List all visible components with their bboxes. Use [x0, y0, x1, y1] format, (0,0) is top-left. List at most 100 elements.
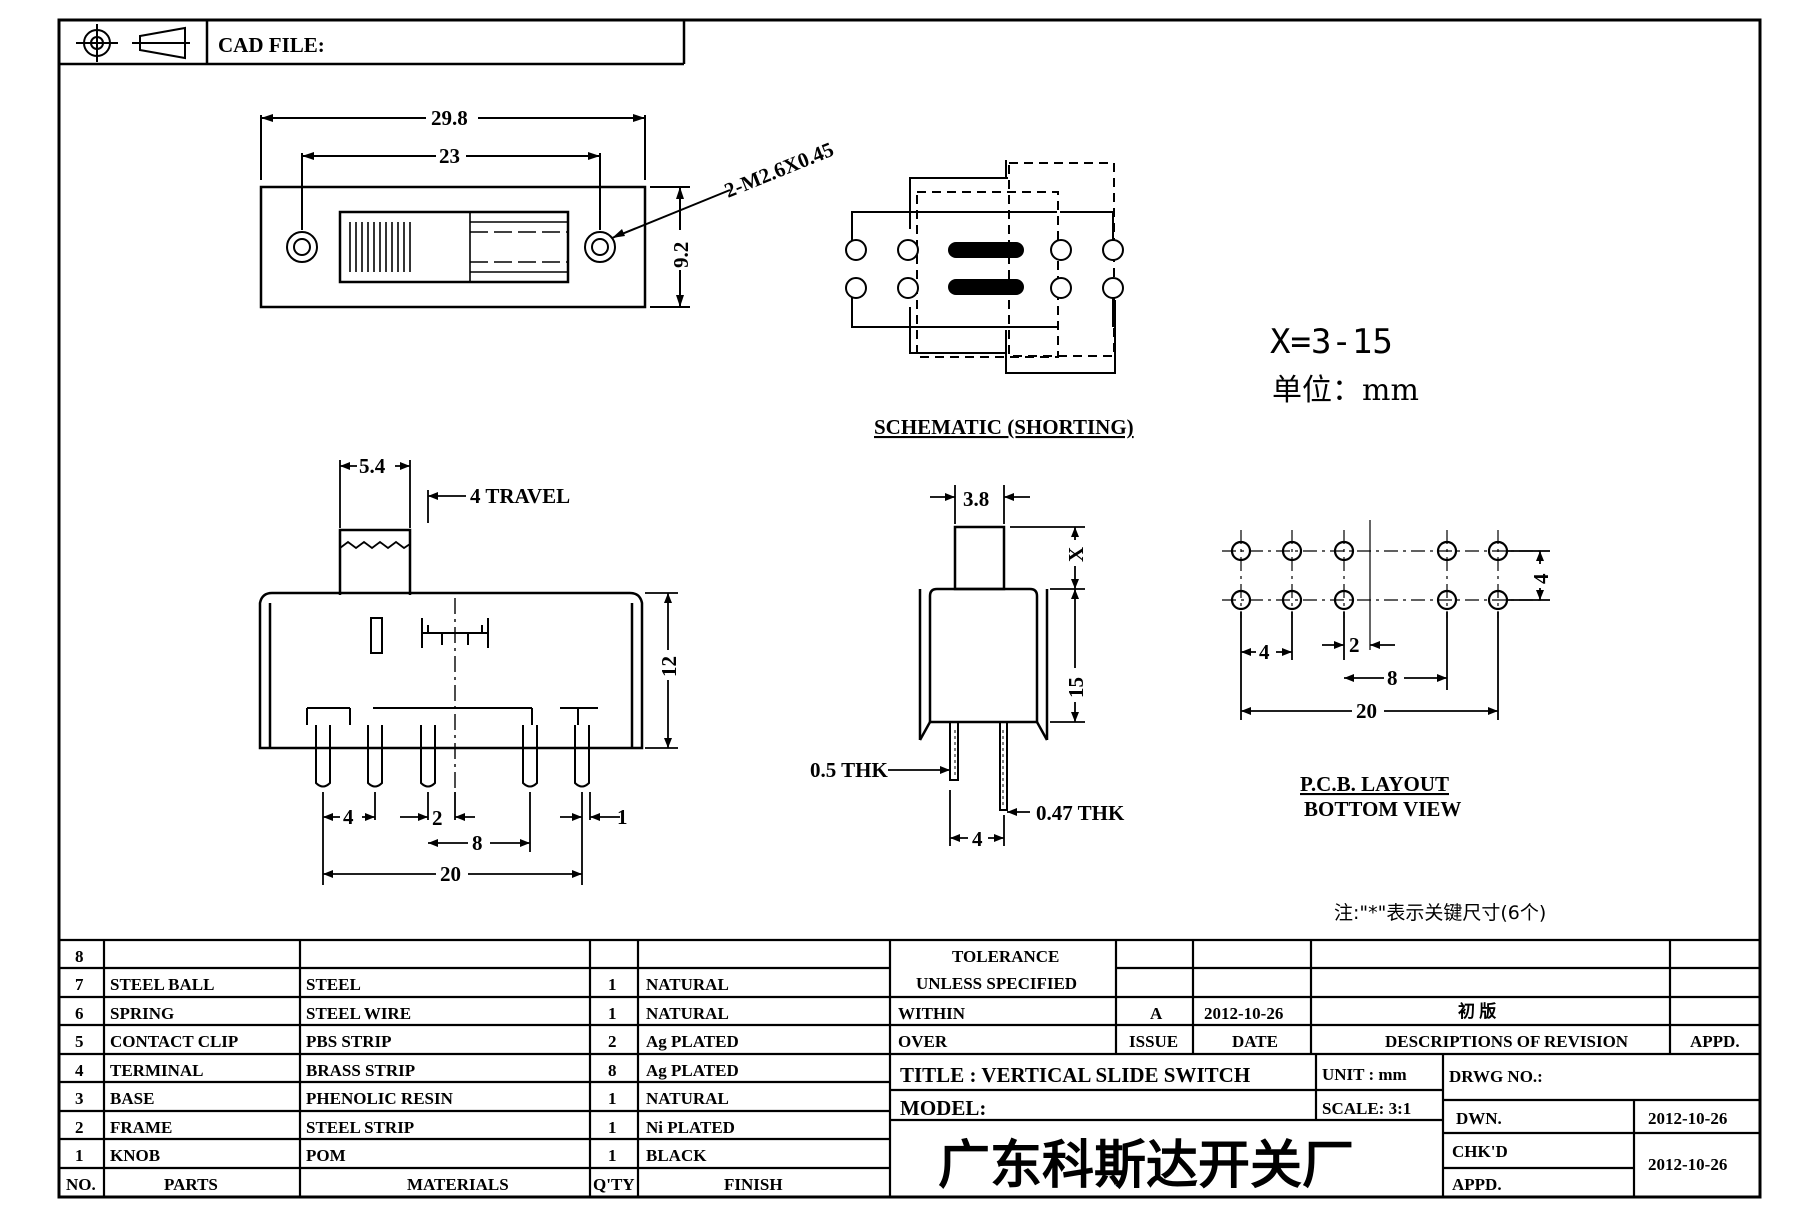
drawn-label: DWN. [1456, 1109, 1502, 1128]
front-dim-2: 2 [432, 806, 443, 830]
bom-no: 2 [75, 1118, 84, 1137]
front-view [258, 460, 678, 885]
table-row: 3 BASE PHENOLIC RESIN 1 NATURAL [75, 1089, 729, 1108]
cad-file-label: CAD FILE: [218, 33, 325, 57]
pcb-dim-4: 4 [1259, 640, 1270, 664]
bom-qty: 1 [608, 1089, 617, 1108]
bom-qty: 2 [608, 1032, 617, 1051]
pcb-layout [1222, 520, 1550, 720]
issue-label: ISSUE [1129, 1032, 1178, 1051]
side-thk-left: 0.5 THK [810, 758, 888, 782]
bom-qty: 1 [608, 975, 617, 994]
revision-appd-label: APPD. [1690, 1032, 1740, 1051]
bom-no: 4 [75, 1061, 84, 1080]
side-dim-knob: 3.8 [963, 487, 989, 511]
bom-material: STEEL WIRE [306, 1004, 411, 1023]
bom-header-finish: FINISH [724, 1175, 783, 1194]
date-label: DATE [1232, 1032, 1278, 1051]
bom-header-no: NO. [66, 1175, 96, 1194]
front-view-arrows [323, 462, 672, 878]
bom-no: 6 [75, 1004, 84, 1023]
tolerance-label: TOLERANCE [952, 947, 1059, 966]
schematic-diagram [845, 160, 1124, 374]
bom-qty: 1 [608, 1004, 617, 1023]
side-dim-x: X [1064, 547, 1088, 562]
table-row: 8 [75, 947, 84, 966]
table-row: 1 KNOB POM 1 BLACK [75, 1146, 707, 1165]
checked-date: 2012-10-26 [1648, 1155, 1727, 1174]
title-block-grid [890, 940, 1760, 1197]
unit-note: 单位：mm [1272, 373, 1419, 408]
front-travel-label: 4 TRAVEL [470, 484, 570, 508]
side-view [888, 485, 1085, 846]
pcb-dim-2: 2 [1349, 633, 1360, 657]
front-dim-1: 1 [617, 805, 628, 829]
bom-material: PHENOLIC RESIN [306, 1089, 454, 1108]
bom-finish: Ag PLATED [646, 1032, 739, 1051]
unless-specified-label: UNLESS SPECIFIED [916, 974, 1077, 993]
bom-header-qty: Q'TY [593, 1175, 635, 1194]
pcb-dim-20: 20 [1356, 699, 1377, 723]
front-dim-8: 8 [472, 831, 483, 855]
pcb-dim-row-pitch: 4 [1529, 573, 1553, 584]
schematic-caption: SCHEMATIC (SHORTING) [874, 415, 1134, 439]
bom-finish: NATURAL [646, 975, 729, 994]
bom-no: 1 [75, 1146, 84, 1165]
top-view [259, 115, 731, 309]
bom-part: STEEL BALL [110, 975, 214, 994]
table-row: 5 CONTACT CLIP PBS STRIP 2 Ag PLATED [75, 1032, 739, 1051]
front-dim-4: 4 [343, 805, 354, 829]
over-label: OVER [898, 1032, 948, 1051]
table-row: 2 FRAME STEEL STRIP 1 Ni PLATED [75, 1118, 735, 1137]
bom-part: CONTACT CLIP [110, 1032, 238, 1051]
side-dim-15: 15 [1064, 677, 1088, 698]
bom-header-materials: MATERIALS [407, 1175, 509, 1194]
bom-material: STEEL STRIP [306, 1118, 414, 1137]
bom-no: 3 [75, 1089, 84, 1108]
front-dim-knob-width: 5.4 [359, 454, 386, 478]
drawing-number-label: DRWG NO.: [1449, 1067, 1543, 1086]
issue-value: A [1150, 1004, 1163, 1023]
approved-label: APPD. [1452, 1175, 1502, 1194]
bom-material: STEEL [306, 975, 361, 994]
bom-finish: Ag PLATED [646, 1061, 739, 1080]
front-dim-height: 12 [657, 656, 681, 677]
model-label: MODEL: [900, 1096, 986, 1120]
revision-desc-label: DESCRIPTIONS OF REVISION [1385, 1032, 1629, 1051]
header-strip: CAD FILE: [59, 20, 686, 66]
bom-finish: NATURAL [646, 1004, 729, 1023]
top-dim-hole-pitch: 23 [439, 144, 460, 168]
title-block: TOLERANCE UNLESS SPECIFIED WITHIN OVER A… [898, 947, 1740, 1196]
screw-callout: 2-M2.6X0.45 [721, 137, 837, 203]
bom-finish: BLACK [646, 1146, 707, 1165]
pcb-caption: P.C.B. LAYOUT [1300, 772, 1449, 796]
bom-table-grid [59, 938, 1760, 1197]
bom-material: POM [306, 1146, 346, 1165]
bom-header-row: NO. PARTS MATERIALS Q'TY FINISH [66, 1175, 783, 1194]
bom-finish: Ni PLATED [646, 1118, 735, 1137]
drawn-date: 2012-10-26 [1648, 1109, 1727, 1128]
date-value: 2012-10-26 [1204, 1004, 1283, 1023]
checked-label: CHK'D [1452, 1142, 1508, 1161]
pcb-dim-8: 8 [1387, 666, 1398, 690]
table-row: 4 TERMINAL BRASS STRIP 8 Ag PLATED [75, 1061, 739, 1080]
side-thk-right: 0.47 THK [1036, 801, 1125, 825]
table-row: 7 STEEL BALL STEEL 1 NATURAL [75, 975, 729, 994]
top-dim-overall: 29.8 [431, 106, 468, 130]
bom-qty: 1 [608, 1146, 617, 1165]
revision-description: 初 版 [1458, 1001, 1496, 1021]
x-range-note: X=3-15 [1270, 322, 1393, 362]
bom-material: BRASS STRIP [306, 1061, 415, 1080]
scale-label: SCALE: 3:1 [1322, 1099, 1411, 1118]
bom-part: TERMINAL [110, 1061, 204, 1080]
front-dim-20: 20 [440, 862, 461, 886]
table-row: 6 SPRING STEEL WIRE 1 NATURAL [75, 1004, 729, 1023]
top-view-arrows [261, 114, 684, 307]
bom-part: FRAME [110, 1118, 172, 1137]
key-dimension-note: 注:"*"表示关键尺寸(6个) [1334, 902, 1546, 924]
bom-part: SPRING [110, 1004, 174, 1023]
unit-label: UNIT : mm [1322, 1065, 1407, 1084]
bom-finish: NATURAL [646, 1089, 729, 1108]
bom-qty: 1 [608, 1118, 617, 1137]
